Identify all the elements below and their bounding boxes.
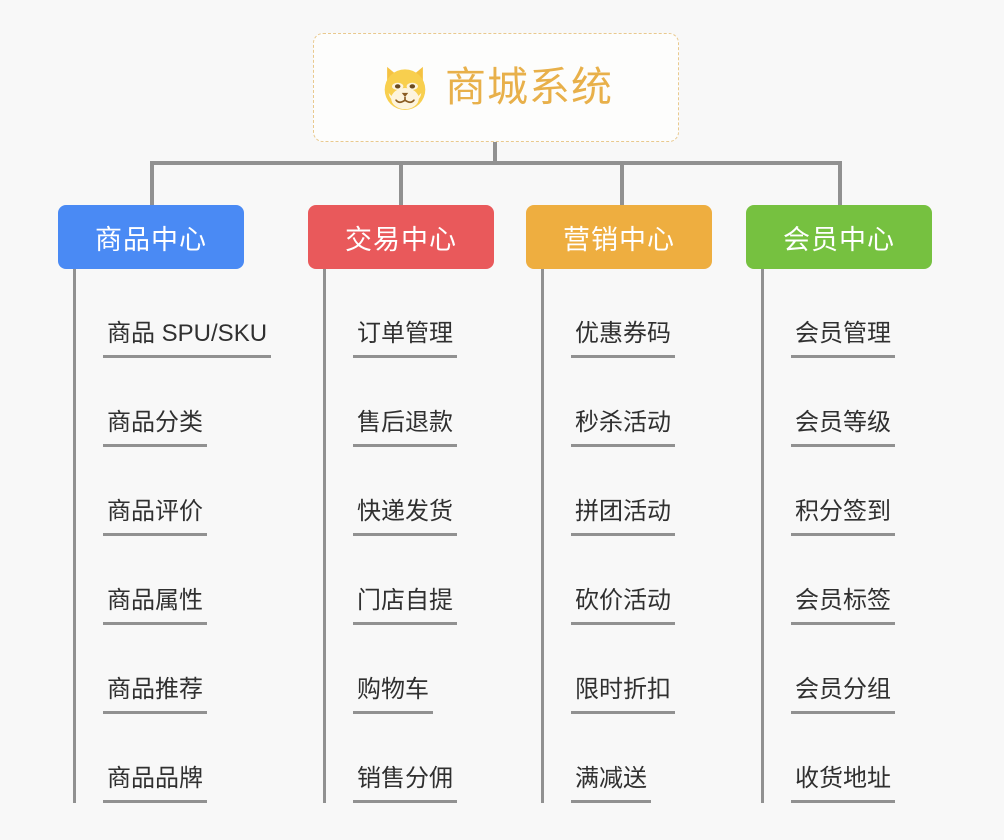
category-title-3: 会员中心 [783, 224, 895, 255]
leaf-label: 售后退款 [353, 409, 457, 447]
leaf-label: 会员标签 [791, 587, 895, 625]
list-item[interactable]: 订单管理 [323, 269, 494, 358]
connector-drop-2 [620, 161, 624, 205]
leaf-label: 销售分佣 [353, 765, 457, 803]
leaf-label: 会员分组 [791, 676, 895, 714]
category-header-1[interactable]: 交易中心 [308, 205, 494, 269]
leaf-spine-1 [323, 269, 326, 803]
column-marketing-center: 营销中心 优惠券码 秒杀活动 拼团活动 砍价活动 限时折扣 满减送 [526, 205, 712, 803]
leaf-label: 商品推荐 [103, 676, 207, 714]
connector-drop-3 [838, 161, 842, 205]
leaf-spine-0 [73, 269, 76, 803]
connector-drop-0 [150, 161, 154, 205]
list-item[interactable]: 会员等级 [761, 358, 932, 447]
shiba-dog-face-icon [384, 66, 426, 110]
leaf-label: 会员管理 [791, 320, 895, 358]
column-product-center: 商品中心 商品 SPU/SKU 商品分类 商品评价 商品属性 商品推荐 商品品牌 [58, 205, 272, 803]
root-node[interactable]: 商城系统 [313, 33, 679, 142]
leaf-label: 优惠券码 [571, 320, 675, 358]
list-item[interactable]: 积分签到 [761, 447, 932, 536]
leaf-spine-3 [761, 269, 764, 803]
category-title-2: 营销中心 [563, 224, 675, 255]
connector-drop-1 [399, 161, 403, 205]
list-item[interactable]: 售后退款 [323, 358, 494, 447]
leaf-label: 收货地址 [791, 765, 895, 803]
list-item[interactable]: 限时折扣 [541, 625, 712, 714]
list-item[interactable]: 优惠券码 [541, 269, 712, 358]
list-item[interactable]: 满减送 [541, 714, 712, 803]
leaf-label: 购物车 [353, 676, 433, 714]
list-item[interactable]: 商品评价 [73, 447, 244, 536]
leaf-label: 商品 SPU/SKU [103, 320, 272, 358]
leaf-label: 订单管理 [353, 320, 457, 358]
leaf-label: 商品属性 [103, 587, 207, 625]
leaf-list-1: 订单管理 售后退款 快递发货 门店自提 购物车 销售分佣 [308, 269, 494, 803]
list-item[interactable]: 门店自提 [323, 536, 494, 625]
list-item[interactable]: 拼团活动 [541, 447, 712, 536]
list-item[interactable]: 商品分类 [73, 358, 244, 447]
leaf-label: 砍价活动 [571, 587, 675, 625]
list-item[interactable]: 会员分组 [761, 625, 932, 714]
root-title: 商城系统 [445, 64, 613, 110]
category-title-1: 交易中心 [345, 224, 457, 255]
column-trade-center: 交易中心 订单管理 售后退款 快递发货 门店自提 购物车 销售分佣 [308, 205, 494, 803]
leaf-label: 商品分类 [103, 409, 207, 447]
leaf-label: 门店自提 [353, 587, 457, 625]
leaf-label: 秒杀活动 [571, 409, 675, 447]
list-item[interactable]: 商品品牌 [73, 714, 244, 803]
leaf-list-2: 优惠券码 秒杀活动 拼团活动 砍价活动 限时折扣 满减送 [526, 269, 712, 803]
list-item[interactable]: 快递发货 [323, 447, 494, 536]
category-header-0[interactable]: 商品中心 [58, 205, 244, 269]
connector-root-stem [493, 142, 497, 164]
list-item[interactable]: 商品属性 [73, 536, 244, 625]
list-item[interactable]: 会员标签 [761, 536, 932, 625]
list-item[interactable]: 会员管理 [761, 269, 932, 358]
category-title-0: 商品中心 [95, 224, 207, 255]
leaf-label: 限时折扣 [571, 676, 675, 714]
list-item[interactable]: 销售分佣 [323, 714, 494, 803]
leaf-spine-2 [541, 269, 544, 803]
leaf-label: 满减送 [571, 765, 651, 803]
list-item[interactable]: 商品推荐 [73, 625, 244, 714]
list-item[interactable]: 秒杀活动 [541, 358, 712, 447]
list-item[interactable]: 商品 SPU/SKU [73, 269, 272, 358]
category-header-3[interactable]: 会员中心 [746, 205, 932, 269]
leaf-list-0: 商品 SPU/SKU 商品分类 商品评价 商品属性 商品推荐 商品品牌 [58, 269, 272, 803]
leaf-label: 拼团活动 [571, 498, 675, 536]
list-item[interactable]: 收货地址 [761, 714, 932, 803]
leaf-label: 商品评价 [103, 498, 207, 536]
list-item[interactable]: 购物车 [323, 625, 494, 714]
column-member-center: 会员中心 会员管理 会员等级 积分签到 会员标签 会员分组 收货地址 [746, 205, 932, 803]
leaf-label: 商品品牌 [103, 765, 207, 803]
connector-bus [150, 161, 840, 165]
category-header-2[interactable]: 营销中心 [526, 205, 712, 269]
leaf-label: 会员等级 [791, 409, 895, 447]
list-item[interactable]: 砍价活动 [541, 536, 712, 625]
leaf-label: 积分签到 [791, 498, 895, 536]
leaf-list-3: 会员管理 会员等级 积分签到 会员标签 会员分组 收货地址 [746, 269, 932, 803]
leaf-label: 快递发货 [353, 498, 457, 536]
